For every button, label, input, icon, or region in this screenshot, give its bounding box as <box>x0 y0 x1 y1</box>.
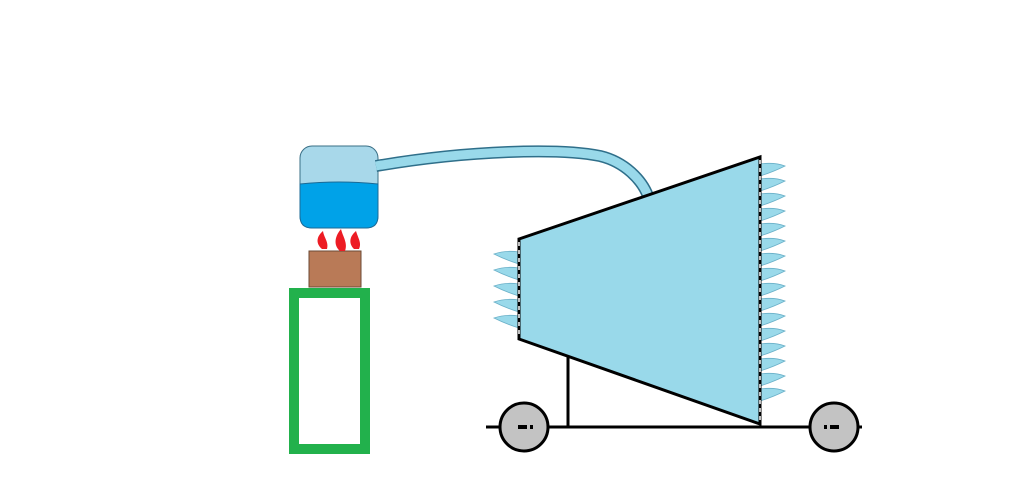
inlet-blades <box>492 250 520 329</box>
blade-icon <box>759 357 787 372</box>
wheel-right <box>808 401 860 453</box>
burner-block <box>308 250 362 288</box>
turbine-body <box>517 154 762 427</box>
outlet-blades <box>759 162 787 402</box>
hub <box>518 425 527 429</box>
blade-icon <box>759 207 787 222</box>
blade-icon <box>759 372 787 387</box>
stand <box>289 288 370 454</box>
wheels <box>498 401 860 453</box>
blade-icon <box>759 222 787 237</box>
blade-icon <box>759 282 787 297</box>
blade-icon <box>759 387 787 402</box>
flame-icon <box>350 231 361 249</box>
blade-icon <box>492 250 520 265</box>
flame-icon <box>317 231 328 249</box>
blade-icon <box>759 192 787 207</box>
blade-icon <box>759 162 787 177</box>
hub-dot <box>530 425 533 429</box>
hub-dot <box>824 425 827 429</box>
blade-icon <box>492 266 520 281</box>
blade-icon <box>759 252 787 267</box>
blade-icon <box>759 297 787 312</box>
blade-icon <box>759 327 787 342</box>
blade-icon <box>492 298 520 313</box>
flames <box>317 229 361 251</box>
blade-icon <box>759 177 787 192</box>
flame-icon <box>335 229 346 251</box>
wheel-left <box>498 401 550 453</box>
blade-icon <box>759 312 787 327</box>
blade-icon <box>492 282 520 297</box>
pipe-icon <box>375 146 653 198</box>
hub <box>830 425 839 429</box>
blade-icon <box>759 267 787 282</box>
water-icon <box>299 181 379 229</box>
blade-icon <box>492 314 520 329</box>
water-container <box>299 145 379 229</box>
blade-icon <box>759 342 787 357</box>
blade-icon <box>759 237 787 252</box>
